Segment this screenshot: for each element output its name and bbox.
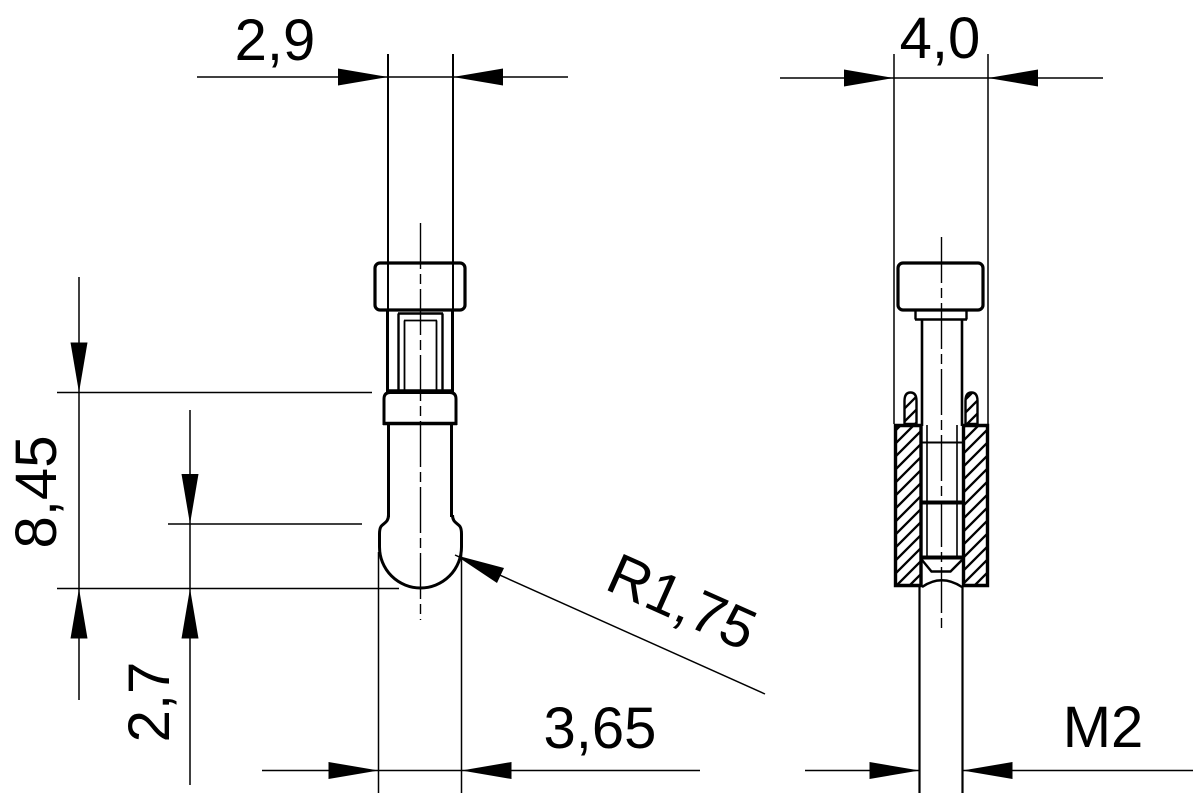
- dim-height-total: 8,45: [4, 277, 399, 700]
- side-head: [896, 261, 985, 312]
- dim-width-top-front: 2,9: [197, 8, 568, 86]
- dim-thread-m2: M2: [805, 695, 1193, 779]
- dim-text-r1-75: R1,75: [598, 541, 766, 663]
- side-sleeve-section-right: [961, 423, 990, 588]
- dim-arrow: [70, 588, 88, 639]
- dim-text-8-45: 8,45: [4, 436, 69, 549]
- dim-text-2-9: 2,9: [235, 8, 316, 73]
- dim-arrow: [328, 762, 379, 779]
- dim-width-bottom-front: 3,65: [262, 552, 700, 793]
- dim-arrow: [453, 68, 503, 86]
- leader-arrow: [455, 555, 504, 583]
- dim-width-top-side: 4,0: [780, 6, 1103, 87]
- dim-arrow: [181, 474, 199, 524]
- dim-radius-leader: R1,75: [454, 541, 766, 695]
- side-sleeve-ear-left: [903, 391, 918, 426]
- dim-arrow: [338, 68, 388, 86]
- dim-text-2-7: 2,7: [117, 662, 182, 743]
- side-sleeve-section-left: [893, 423, 923, 588]
- dim-text-4-0: 4,0: [900, 6, 981, 71]
- front-sleeve-section: [386, 310, 454, 392]
- dim-arrow: [181, 588, 199, 639]
- dim-text-m2: M2: [1063, 695, 1144, 760]
- front-view: [373, 54, 467, 620]
- side-view: [893, 54, 990, 793]
- dim-arrow: [844, 69, 894, 87]
- dim-arrow: [962, 762, 1013, 779]
- dim-arrow: [869, 762, 920, 779]
- dim-text-3-65: 3,65: [544, 696, 657, 761]
- dim-height-tip: 2,7: [117, 410, 362, 785]
- dim-arrow: [461, 762, 512, 779]
- dim-arrow: [70, 342, 88, 393]
- dim-arrow: [988, 69, 1038, 87]
- side-sleeve-ear-right: [964, 391, 979, 426]
